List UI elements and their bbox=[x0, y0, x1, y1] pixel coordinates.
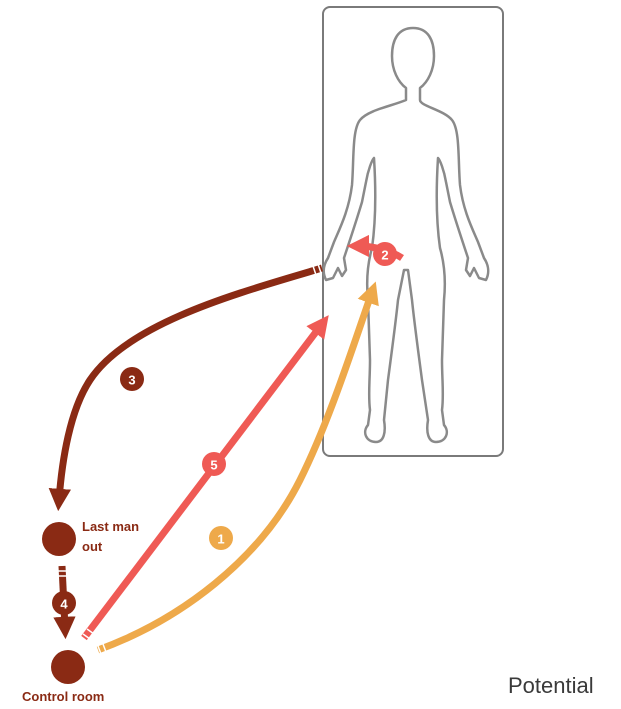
step-badge-4: 4 bbox=[52, 591, 76, 615]
control-room-label: Control room bbox=[22, 689, 104, 704]
last-man-out-node bbox=[42, 522, 76, 556]
step-badge-2: 2 bbox=[373, 242, 397, 266]
step-number: 1 bbox=[217, 532, 224, 547]
caption-text: Potential bbox=[508, 673, 594, 699]
control-room-node bbox=[51, 650, 85, 684]
step-badge-3: 3 bbox=[120, 367, 144, 391]
step-badge-5: 5 bbox=[202, 452, 226, 476]
last-man-out-label-line2: out bbox=[82, 539, 103, 554]
step-badge-1: 1 bbox=[209, 526, 233, 550]
step-number: 2 bbox=[381, 248, 388, 263]
last-man-out-label-line1: Last man bbox=[82, 519, 139, 534]
step-number: 5 bbox=[210, 458, 217, 473]
step-number: 3 bbox=[128, 373, 135, 388]
connector-3 bbox=[59, 268, 322, 500]
step-number: 4 bbox=[60, 597, 68, 612]
